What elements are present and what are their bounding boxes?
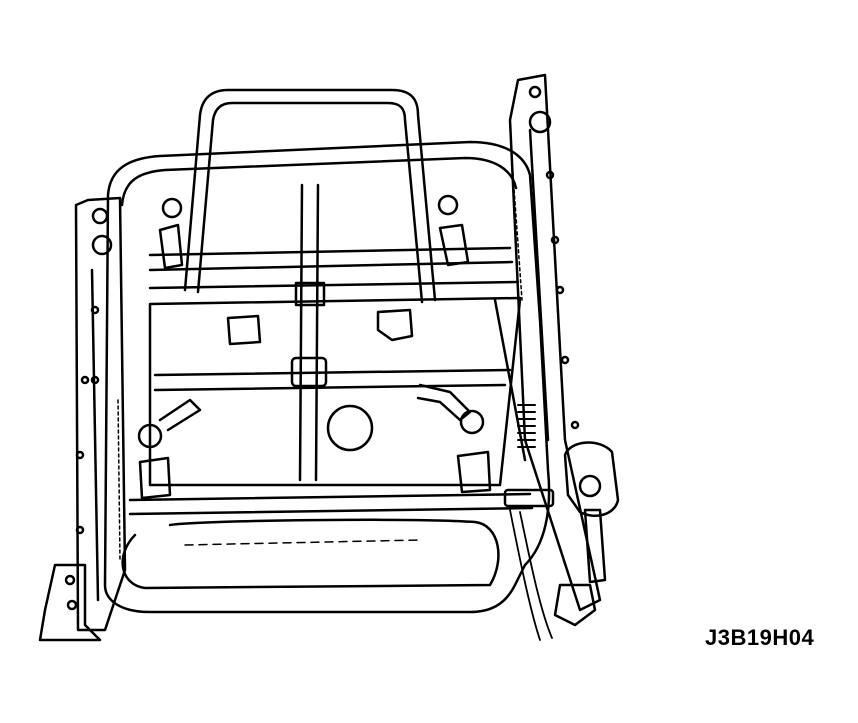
release-cable	[509, 509, 553, 641]
front-cushion-pad	[121, 518, 500, 590]
left-floor-bolt-2	[66, 599, 78, 611]
center-spine	[298, 183, 320, 482]
left-track-hole-4	[75, 450, 85, 460]
seat-back-tube-inner	[196, 101, 424, 304]
cushion-outline	[103, 140, 551, 614]
right-track-hole-3	[555, 285, 565, 295]
left-seat-track	[74, 196, 127, 632]
cross-tube-clamp	[294, 281, 326, 307]
upper-cross-rail	[148, 246, 514, 272]
right-track-inner	[528, 128, 550, 442]
upper-left-clip	[158, 223, 184, 270]
recliner-rod	[493, 298, 527, 462]
lower-right-bolt	[459, 409, 485, 435]
lower-left-bolt	[137, 423, 163, 449]
right-track-hole-5	[570, 420, 580, 430]
lower-right-clip	[456, 450, 492, 494]
left-track-top-bolt	[91, 207, 109, 225]
upper-right-bolt	[437, 194, 459, 216]
upper-left-bolt	[161, 197, 183, 219]
release-handle-grip	[503, 488, 555, 508]
cushion-seam	[184, 539, 421, 546]
upper-right-clip	[438, 223, 470, 267]
pan-hole	[326, 404, 374, 452]
main-cross-tube	[148, 280, 522, 306]
right-track-top-bolt	[528, 85, 542, 99]
left-pan-bracket	[226, 314, 262, 346]
lower-left-clip	[138, 456, 172, 500]
recliner-pivot-bolt	[578, 474, 602, 498]
right-pan-bracket	[376, 308, 414, 342]
left-track-hole-5	[75, 525, 85, 535]
front-lower-rail	[128, 492, 534, 516]
right-track-hole-4	[560, 355, 570, 365]
right-track-foot	[583, 508, 607, 584]
left-floor-bolt-1	[64, 574, 76, 586]
right-track-rack	[511, 159, 523, 301]
left-track-hole-3	[90, 375, 100, 385]
left-track-hole-2	[80, 375, 90, 385]
right-track-hole-2	[550, 235, 560, 245]
cushion-inner-outline	[120, 156, 518, 207]
right-track-nut	[528, 110, 552, 134]
right-floor-bracket	[553, 583, 597, 627]
left-track-nut	[91, 234, 113, 256]
recliner-spring	[517, 404, 536, 448]
seat-back-tube	[183, 88, 437, 302]
right-track-hole-1	[545, 170, 555, 180]
left-floor-bracket	[38, 563, 102, 642]
left-link-arm	[158, 398, 202, 432]
left-track-hole-1	[90, 305, 100, 315]
seat-pan	[148, 298, 522, 487]
left-track-rack	[117, 399, 121, 561]
pan-rib-lower	[153, 368, 512, 392]
left-track-inner	[90, 268, 100, 602]
right-link-arm	[416, 383, 472, 422]
figure-reference-code: J3B19H04	[705, 625, 815, 650]
